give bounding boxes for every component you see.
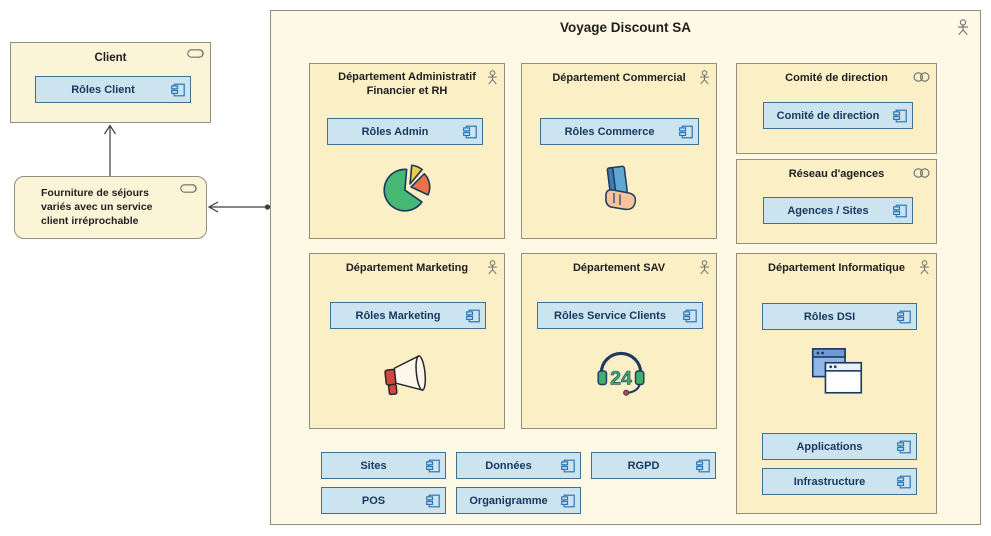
group-title: Département Administratif Financier et R…	[338, 71, 476, 98]
organization-title: Voyage Discount SA	[559, 20, 692, 35]
client-group[interactable]: Client Rôles Client	[10, 42, 211, 123]
comite-direction-group[interactable]: Comité de direction Comité de direction	[736, 63, 937, 154]
application-component-icon	[426, 459, 440, 472]
client-group-title: Client	[94, 52, 127, 64]
component-label: Agences / Sites	[787, 204, 869, 217]
pie-chart-icon	[383, 164, 431, 212]
application-component-icon	[463, 125, 477, 138]
application-component-icon	[897, 310, 911, 323]
business-actor-icon	[487, 260, 498, 275]
component-label: Rôles Client	[71, 83, 135, 96]
component-label: Rôles DSI	[803, 310, 856, 323]
component-applications[interactable]: Applications	[762, 433, 917, 460]
component-label: Sites	[360, 459, 387, 472]
application-component-icon	[893, 109, 907, 122]
component-roles-marketing[interactable]: Rôles Marketing	[330, 302, 486, 329]
application-component-icon	[897, 475, 911, 488]
component-organigramme[interactable]: Organigramme	[456, 487, 581, 514]
component-roles-commerce[interactable]: Rôles Commerce	[540, 118, 699, 145]
application-component-icon	[696, 459, 710, 472]
business-role-icon	[187, 49, 204, 58]
component-agences-sites[interactable]: Agences / Sites	[763, 197, 913, 224]
application-component-icon	[561, 494, 575, 507]
component-donnees[interactable]: Données	[456, 452, 581, 479]
application-windows-icon	[811, 348, 863, 394]
component-label: Rôles Marketing	[355, 309, 441, 322]
service-box[interactable]: Fourniture de séjours variés avec un ser…	[14, 176, 207, 239]
component-pos[interactable]: POS	[321, 487, 446, 514]
component-roles-client[interactable]: Rôles Client	[35, 76, 191, 103]
component-label: Rôles Admin	[361, 125, 429, 138]
application-component-icon	[171, 83, 185, 96]
group-title: Département Informatique	[768, 262, 905, 274]
application-component-icon	[466, 309, 480, 322]
dept-admin-group[interactable]: Département Administratif Financier et R…	[309, 63, 505, 239]
megaphone-icon	[384, 355, 427, 396]
component-label: Rôles Service Clients	[554, 309, 666, 322]
business-actor-icon	[699, 260, 710, 275]
application-component-icon	[679, 125, 693, 138]
dept-sav-group[interactable]: Département SAV Rôles Service Clients 24	[521, 253, 717, 429]
application-component-icon	[683, 309, 697, 322]
business-actor-icon	[487, 70, 498, 85]
application-component-icon	[893, 204, 907, 217]
headset-24-label: 24	[610, 367, 632, 389]
component-roles-admin[interactable]: Rôles Admin	[327, 118, 483, 145]
application-component-icon	[426, 494, 440, 507]
component-label: Applications	[796, 440, 863, 453]
business-actor-icon	[919, 260, 930, 275]
dept-marketing-group[interactable]: Département Marketing Rôles Marketing	[309, 253, 505, 429]
service-label: Fourniture de séjours variés avec un ser…	[41, 187, 153, 228]
dept-commercial-group[interactable]: Département Commercial Rôles Commerce	[521, 63, 717, 239]
connector-service-to-client	[103, 124, 117, 176]
component-roles-dsi[interactable]: Rôles DSI	[762, 303, 917, 330]
component-comite-direction[interactable]: Comité de direction	[763, 102, 913, 129]
payment-card-icon	[605, 165, 637, 211]
group-title: Département Marketing	[345, 262, 469, 274]
group-title: Réseau d'agences	[788, 168, 885, 180]
component-label: Organigramme	[469, 494, 548, 507]
component-roles-service-clients[interactable]: Rôles Service Clients	[537, 302, 703, 329]
component-rgpd[interactable]: RGPD	[591, 452, 716, 479]
organization-container[interactable]: Voyage Discount SA Département Administr…	[270, 10, 981, 525]
business-actor-icon	[699, 70, 710, 85]
group-title: Département SAV	[572, 262, 666, 274]
component-sites[interactable]: Sites	[321, 452, 446, 479]
business-role-icon	[180, 184, 197, 193]
connector-organization-to-service	[207, 201, 271, 213]
application-component-icon	[897, 440, 911, 453]
component-label: POS	[361, 494, 386, 507]
dept-informatique-group[interactable]: Département Informatique Rôles DSI Appli…	[736, 253, 937, 514]
reseau-agences-group[interactable]: Réseau d'agences Agences / Sites	[736, 159, 937, 244]
component-label: Rôles Commerce	[564, 125, 655, 138]
component-label: Comité de direction	[776, 109, 880, 122]
business-collaboration-icon	[913, 72, 930, 82]
group-title: Comité de direction	[785, 72, 888, 84]
application-component-icon	[561, 459, 575, 472]
headset-24-icon: 24	[597, 351, 645, 396]
group-title: Département Commercial	[552, 72, 686, 84]
business-actor-icon	[957, 19, 969, 36]
component-label: RGPD	[627, 459, 660, 472]
component-label: Données	[485, 459, 532, 472]
business-collaboration-icon	[913, 168, 930, 178]
component-infrastructure[interactable]: Infrastructure	[762, 468, 917, 495]
component-label: Infrastructure	[793, 475, 866, 488]
